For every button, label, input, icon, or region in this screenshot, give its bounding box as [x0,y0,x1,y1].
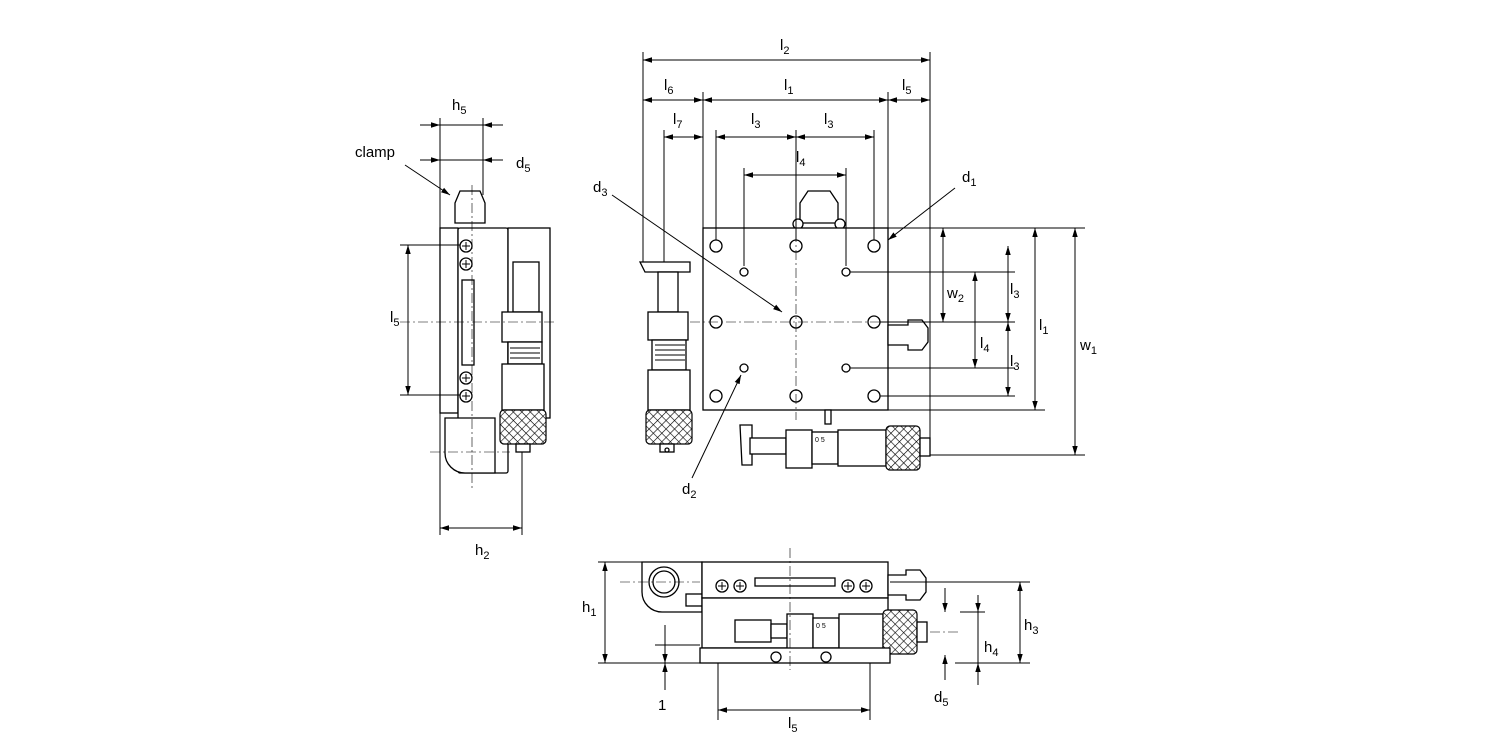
label-d1: d1 [962,169,976,189]
label-h1: h1 [582,599,596,619]
label-l1-side: l1 [1039,317,1048,337]
side-view: h5 clamp d5 l5 h2 [355,97,555,562]
label-w2: w2 [946,285,964,305]
label-h2: h2 [475,542,489,562]
label-clamp: clamp [355,144,395,161]
top-view: 0 5 l2 l6 l1 l5 l [593,37,1097,501]
clamp-top [799,190,839,224]
side-screws [459,239,473,403]
label-l6: l6 [664,77,673,97]
label-l7: l7 [673,111,682,131]
label-l3-lower: l3 [1010,353,1019,373]
bottom-micrometer: 0 5 [739,409,931,471]
label-d3: d3 [593,179,607,199]
mounting-holes [709,239,881,403]
label-l3-left: l3 [751,111,760,131]
label-l3-upper: l3 [1010,281,1019,301]
front-screws [715,579,873,593]
label-l2: l2 [780,37,789,57]
label-l5-front: l5 [788,715,797,735]
label-l1: l1 [784,77,793,97]
label-l5: l5 [390,309,399,329]
label-h4: h4 [984,639,998,659]
label-l3-right: l3 [824,111,833,131]
svg-text:0 5: 0 5 [815,437,825,444]
label-h5: h5 [452,97,466,117]
label-l5: l5 [902,77,911,97]
label-l4-side: l4 [980,335,989,355]
label-l4: l4 [796,149,805,169]
label-d5-front: d5 [934,689,948,709]
left-micrometer [638,261,693,453]
svg-text:0 5: 0 5 [816,623,826,630]
label-w1: w1 [1079,337,1097,357]
label-d5: d5 [516,155,530,175]
label-1: 1 [658,697,666,714]
front-view: 0 5 h1 1 l5 h3 h4 d5 [582,548,1038,735]
label-d2: d2 [682,481,696,501]
label-h3: h3 [1024,617,1038,637]
